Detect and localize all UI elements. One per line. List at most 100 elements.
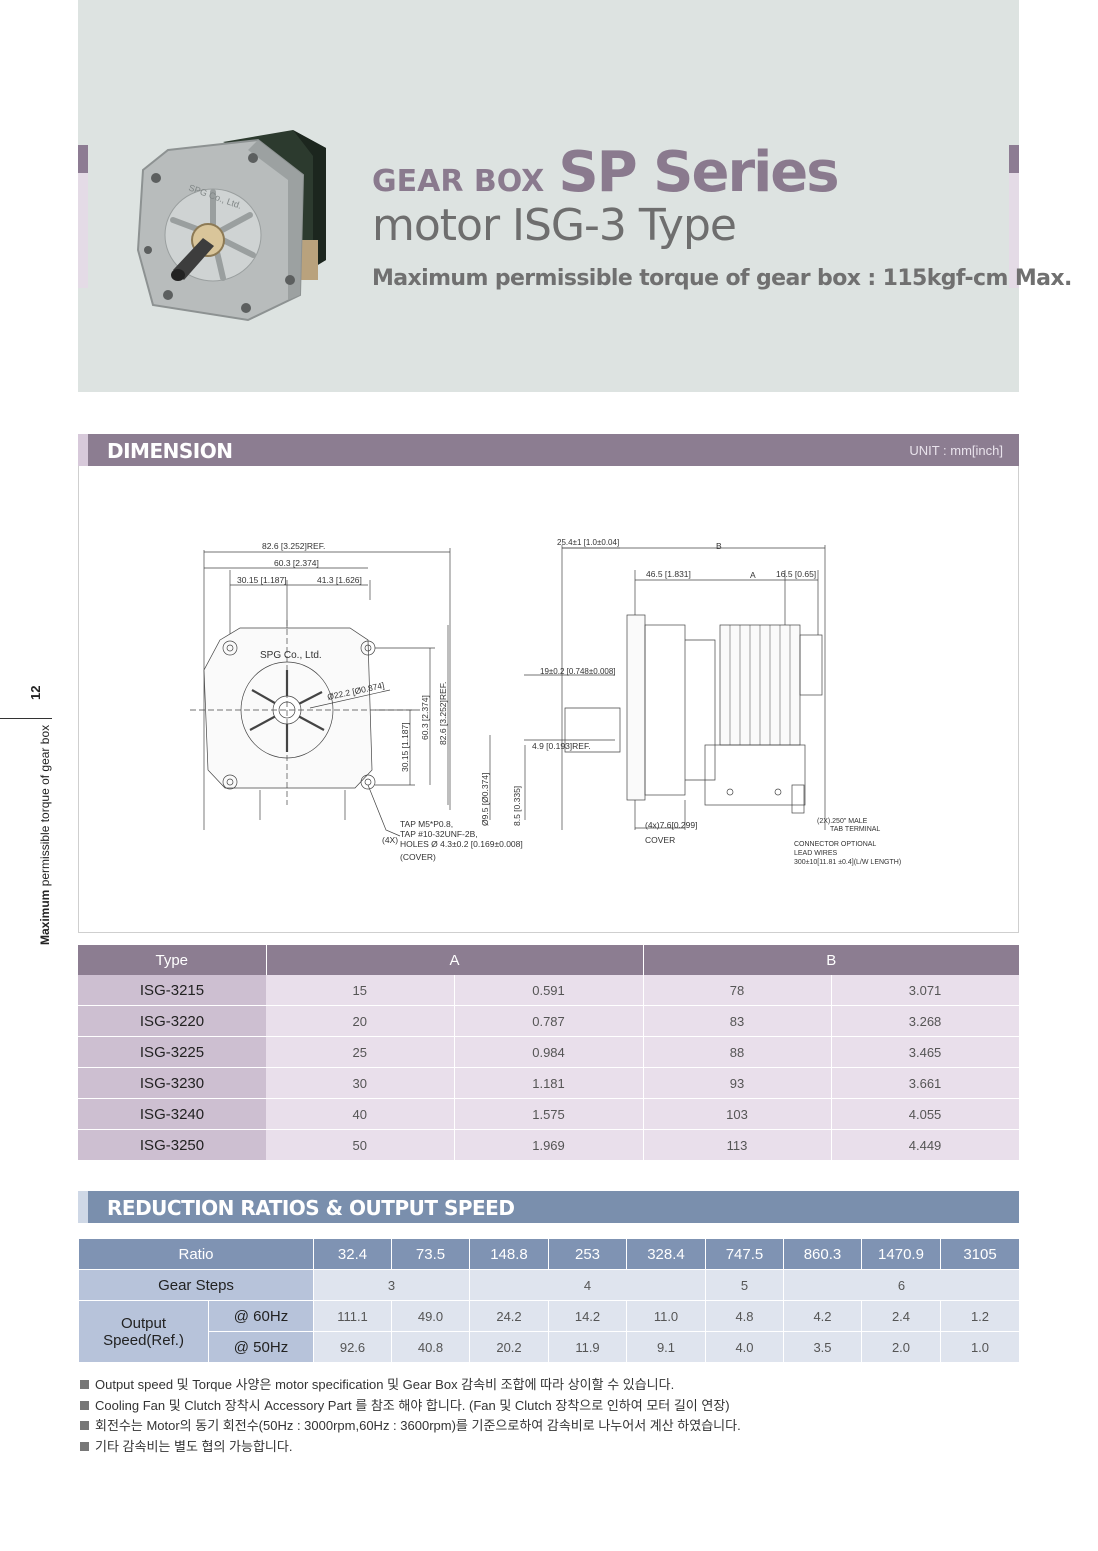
dim-label-22: Ø9.5 [Ø0.374]	[480, 773, 490, 826]
dim-label-3: 30.15 [1.187]	[237, 575, 287, 585]
reduction-bar-tab	[78, 1191, 88, 1223]
dim-label-20: 19±0.2 [0.748±0.008]	[540, 667, 616, 676]
bullet-square-icon	[80, 1400, 89, 1410]
a-mm-cell: 40	[266, 1098, 455, 1130]
note-item: Cooling Fan 및 Clutch 장착시 Accessory Part …	[80, 1396, 741, 1417]
ratio-row: Ratio 32.4 73.5 148.8 253 328.4 747.5 86…	[78, 1238, 1020, 1270]
dimension-drawing-box	[78, 466, 1019, 933]
dim-label-15: 25.4±1 [1.0±0.04]	[557, 538, 619, 547]
hz60-label: @ 60Hz	[208, 1300, 314, 1332]
type-cell: ISG-3240	[78, 1098, 266, 1130]
ratio-cell: 253	[548, 1238, 627, 1270]
dim-label-26: (2X).250" MALE	[817, 818, 868, 825]
gear-box-label: GEAR BOX	[372, 164, 545, 199]
bullet-square-icon	[80, 1441, 89, 1451]
dimension-table: Type A B ISG-3215 15 0.591 78 3.071 ISG-…	[78, 945, 1020, 1161]
dimension-section-bar: DIMENSION UNIT : mm[inch]	[78, 434, 1019, 466]
dim-label-10: TAP M5*P0.8,	[400, 819, 453, 829]
b-mm-cell: 88	[643, 1036, 832, 1068]
dim-label-1: 82.6 [3.252]REF.	[262, 541, 325, 551]
output-speed-label-2: Speed(Ref.)	[103, 1331, 184, 1349]
dim-label-11: TAP #10-32UNF-2B,	[400, 829, 478, 839]
dimension-unit: UNIT : mm[inch]	[909, 443, 1003, 458]
speed-cell: 111.1	[313, 1300, 392, 1332]
table-row: ISG-3220 20 0.787 83 3.268	[78, 1005, 1020, 1037]
a-mm-cell: 25	[266, 1036, 455, 1068]
dim-label-30: 300±10[11.81 ±0.4](L/W LENGTH)	[794, 859, 901, 866]
speed-cell: 4.0	[705, 1331, 784, 1363]
type-cell: ISG-3250	[78, 1129, 266, 1161]
speed-cell: 11.0	[626, 1300, 706, 1332]
side-caption-bold: Maximum	[38, 889, 52, 945]
ratio-cell: 747.5	[705, 1238, 784, 1270]
header-type: Type	[78, 945, 267, 975]
dim-label-18: A	[750, 570, 756, 580]
a-mm-cell: 20	[266, 1005, 455, 1037]
dim-label-2: 60.3 [2.374]	[274, 558, 319, 568]
speed-cell: 20.2	[469, 1331, 549, 1363]
dim-label-16: B	[716, 541, 722, 551]
a-inch-cell: 1.969	[454, 1129, 644, 1161]
gear-steps-row: Gear Steps 3 4 5 6	[78, 1269, 1020, 1301]
speed-cell: 3.5	[783, 1331, 862, 1363]
gear-motor-photo: SPG Co., Ltd.	[136, 130, 326, 322]
dim-label-21: 4.9 [0.193]REF.	[532, 741, 591, 751]
note-text: 기타 감속비는 별도 협의 가능합니다.	[95, 1438, 293, 1454]
dim-label-7: 30.15 [1.187]	[400, 722, 410, 772]
gear-steps-cell: 5	[705, 1269, 784, 1301]
series-name: SP Series	[558, 140, 839, 205]
b-inch-cell: 3.071	[831, 975, 1020, 1006]
speed-cell: 4.8	[705, 1300, 784, 1332]
a-inch-cell: 1.575	[454, 1098, 644, 1130]
hero-accent-right	[1009, 145, 1019, 173]
speed-cell: 24.2	[469, 1300, 549, 1332]
a-mm-cell: 15	[266, 975, 455, 1006]
hz50-label: @ 50Hz	[208, 1331, 314, 1363]
hero-accent-left-light	[78, 173, 88, 288]
speed-cell: 1.0	[940, 1331, 1020, 1363]
note-item: 기타 감속비는 별도 협의 가능합니다.	[80, 1437, 741, 1458]
table-row: ISG-3215 15 0.591 78 3.071	[78, 975, 1020, 1006]
page-number: 12	[28, 685, 43, 700]
note-text: Output speed 및 Torque 사양은 motor specific…	[95, 1377, 675, 1392]
reduction-title: REDUCTION RATIOS & OUTPUT SPEED	[107, 1196, 515, 1220]
side-caption-rest: permissible torque of gear box	[38, 724, 52, 890]
b-mm-cell: 83	[643, 1005, 832, 1037]
ratio-cell: 73.5	[391, 1238, 470, 1270]
reduction-section-bar: REDUCTION RATIOS & OUTPUT SPEED	[78, 1191, 1019, 1223]
side-divider	[0, 718, 52, 719]
ratio-cell: 148.8	[469, 1238, 549, 1270]
a-mm-cell: 50	[266, 1129, 455, 1161]
b-inch-cell: 4.449	[831, 1129, 1020, 1161]
dim-label-12: HOLES Ø 4.3±0.2 [0.169±0.008]	[400, 839, 523, 849]
b-mm-cell: 93	[643, 1067, 832, 1099]
speed-cell: 4.2	[783, 1300, 862, 1332]
header-a: A	[266, 945, 644, 975]
motor-type-title: motor ISG-3 Type	[372, 200, 737, 251]
dim-label-17: 46.5 [1.831]	[646, 569, 691, 579]
speed-cell: 11.9	[548, 1331, 627, 1363]
a-inch-cell: 0.787	[454, 1005, 644, 1037]
b-inch-cell: 4.055	[831, 1098, 1020, 1130]
gear-steps-cell: 6	[783, 1269, 1020, 1301]
ratio-cell: 32.4	[313, 1238, 392, 1270]
dim-label-19: 16.5 [0.65]	[776, 569, 816, 579]
a-inch-cell: 1.181	[454, 1067, 644, 1099]
dim-label-8: 60.3 [2.374]	[420, 695, 430, 740]
speed-cell: 1.2	[940, 1300, 1020, 1332]
type-cell: ISG-3215	[78, 975, 266, 1006]
speed-cell: 9.1	[626, 1331, 706, 1363]
dim-label-5: SPG Co., Ltd.	[260, 650, 322, 661]
speed-cell: 92.6	[313, 1331, 392, 1363]
gear-steps-label: Gear Steps	[78, 1269, 314, 1301]
table-row: ISG-3230 30 1.181 93 3.661	[78, 1067, 1020, 1099]
output-speed-label-1: Output	[120, 1314, 167, 1332]
dim-label-23: 8.5 [0.335]	[512, 786, 522, 826]
dim-label-27: TAB TERMINAL	[830, 826, 880, 833]
b-inch-cell: 3.268	[831, 1005, 1020, 1037]
dimension-bar-tab	[78, 434, 88, 466]
header-b: B	[643, 945, 1020, 975]
speed-cell: 2.4	[861, 1300, 941, 1332]
